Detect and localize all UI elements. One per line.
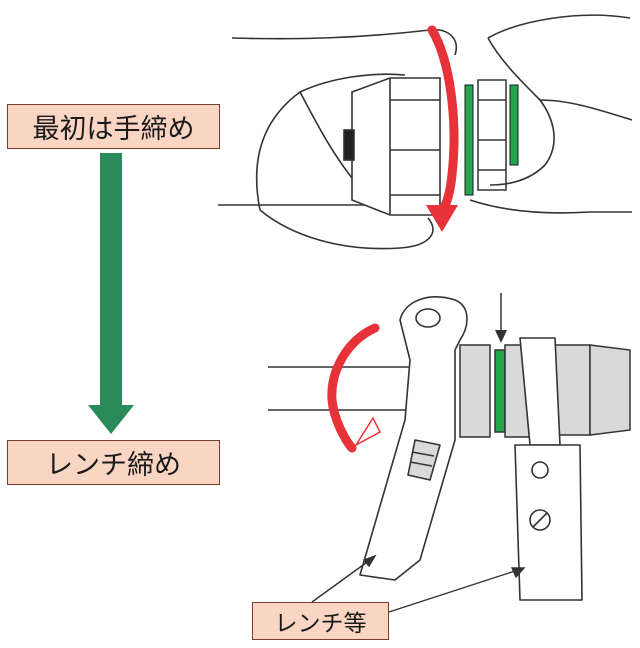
pointer-arrow (495, 293, 507, 343)
rotation-arrow-icon (327, 323, 381, 453)
right-wrench-illustration (514, 337, 583, 601)
tool-label: レンチ等 (252, 602, 389, 640)
hand-tighten-illustration (218, 14, 633, 250)
left-wrench-illustration (359, 296, 468, 581)
flow-arrow (88, 153, 134, 434)
fitting-hex-nut (343, 77, 441, 216)
tool-leader-lines (311, 554, 526, 613)
step-wrench-tighten-label: レンチ締め (7, 440, 220, 485)
inner-nut (477, 79, 507, 191)
wrench-tighten-illustration (268, 293, 631, 613)
rotation-arrow-icon (426, 25, 459, 232)
step-hand-tighten-label: 最初は手締め (7, 104, 220, 149)
seal-ring (464, 84, 519, 196)
right-hand-illustration (469, 14, 633, 214)
